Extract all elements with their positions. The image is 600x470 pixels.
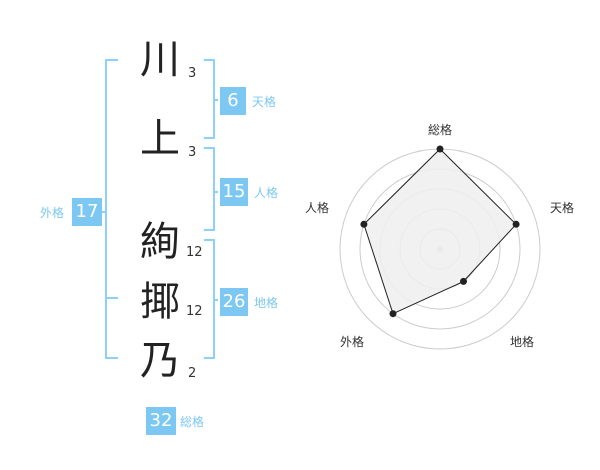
radar-points	[360, 145, 520, 318]
soukaku-label: 総格	[180, 415, 205, 429]
jinkaku-value: 15	[220, 178, 248, 206]
radar-label-soukaku: 総格	[428, 122, 452, 137]
tenkaku-value: 6	[220, 87, 246, 115]
radar-label-jinkaku: 人格	[305, 200, 329, 215]
radar-point-2	[512, 220, 520, 228]
radar-point-3	[460, 277, 467, 285]
radar-label-tenkaku: 天格	[550, 200, 574, 215]
chikaku-bracket	[204, 239, 215, 359]
radar-chart: 総格 天格 地格 外格 人格	[305, 122, 574, 350]
stroke-count-3: 12	[186, 245, 203, 260]
stroke-count-5: 2	[188, 366, 197, 381]
stroke-count-2: 3	[188, 145, 197, 160]
gaikaku-bracket	[105, 59, 118, 359]
gaikaku-label: 外格	[40, 206, 65, 220]
name-char-4: 揶	[140, 279, 180, 325]
stroke-count-1: 3	[188, 66, 197, 81]
name-char-3: 絢	[140, 219, 180, 265]
radar-polygon	[363, 148, 517, 315]
radar-label-chikaku: 地格	[510, 334, 534, 349]
jinkaku-bracket	[204, 147, 215, 231]
chikaku-value: 26	[220, 288, 248, 316]
name-char-2: 上	[140, 116, 180, 162]
soukaku-value: 32	[146, 407, 176, 435]
radar-label-gaikaku: 外格	[340, 334, 364, 349]
radar-point-5	[360, 220, 368, 228]
gaikaku-value: 17	[72, 198, 102, 226]
radar-point-1	[436, 145, 444, 153]
chikaku-label: 地格	[254, 296, 279, 310]
name-char-5: 乃	[140, 338, 180, 384]
stroke-count-4: 12	[186, 304, 203, 319]
name-char-1: 川	[140, 37, 180, 83]
jinkaku-label: 人格	[254, 186, 279, 200]
radar-point-4	[389, 310, 397, 318]
tenkaku-bracket	[204, 59, 215, 139]
tenkaku-label: 天格	[252, 95, 277, 109]
